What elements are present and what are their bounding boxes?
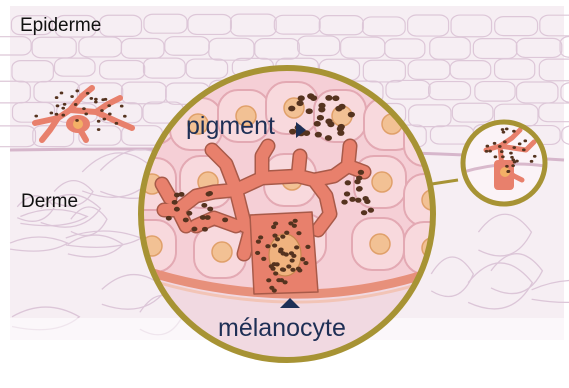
label-epiderme: Epiderme [20, 16, 101, 35]
label-derme: Derme [21, 192, 78, 211]
label-pigment: pigment [186, 114, 275, 139]
label-melanocyte: mélanocyte [218, 316, 346, 341]
